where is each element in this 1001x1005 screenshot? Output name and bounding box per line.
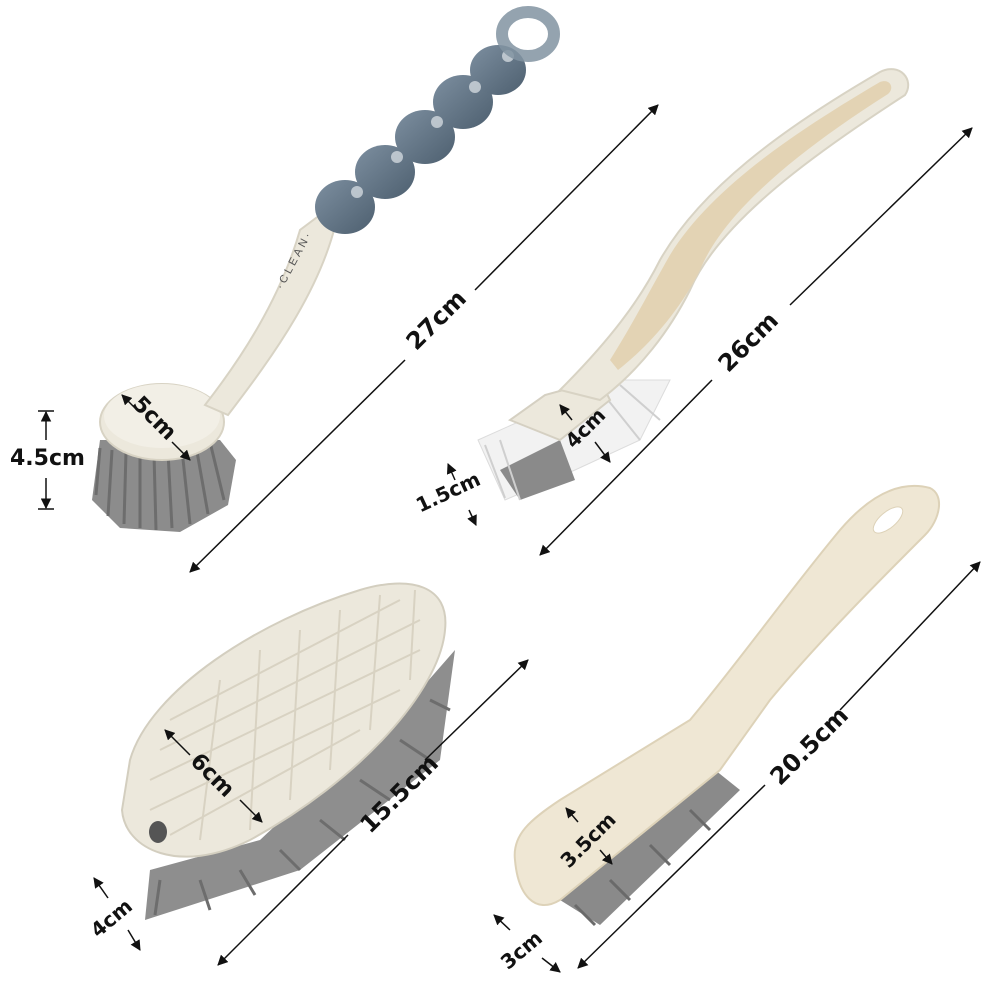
label-bristle-height-4-5cm: 4.5cm: [10, 446, 85, 471]
handle-groove: [610, 81, 892, 370]
bristles-gray: [145, 650, 455, 920]
handle: [203, 197, 342, 417]
bristles-gray: [560, 770, 740, 927]
handle: [513, 484, 940, 906]
flexible-scrub-brush: [120, 582, 455, 920]
hanging-hole: [149, 821, 167, 843]
textured-grid: [149, 589, 421, 841]
narrow-crevice-brush: [513, 484, 940, 927]
dimension-lines: [38, 104, 981, 973]
angled-gap-brush: [477, 68, 910, 501]
bead-grip: [315, 45, 526, 234]
hanging-loop: [496, 6, 560, 62]
flexible-body: [120, 582, 447, 858]
bristles-gray: [92, 440, 236, 532]
hanging-hole: [872, 506, 904, 534]
